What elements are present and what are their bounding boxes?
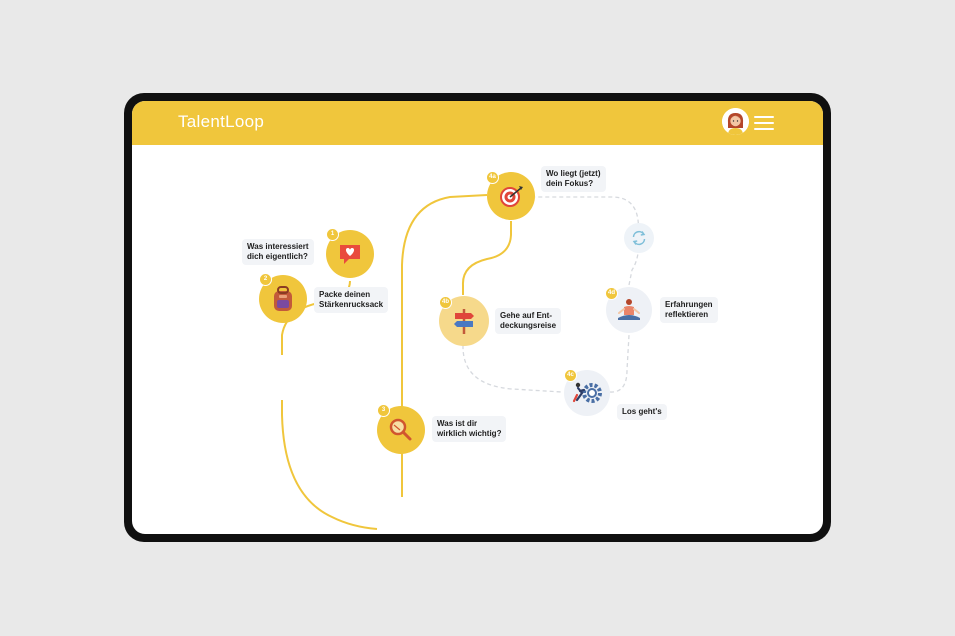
top-bar: TalentLoop (132, 101, 823, 145)
hamburger-menu-icon[interactable] (754, 113, 774, 131)
avatar-woman-icon (722, 108, 749, 135)
path-4a-4b (461, 221, 512, 295)
step-4d-badge: 4d (605, 287, 618, 300)
meditation-icon (618, 299, 640, 320)
signpost-icon (454, 309, 474, 334)
refresh-cycle-icon (632, 230, 646, 246)
avatar[interactable] (722, 108, 749, 135)
step-4b-badge: 4b (439, 296, 452, 309)
step-4a-label[interactable]: Wo liegt (jetzt) dein Fokus? (541, 166, 606, 192)
logo[interactable]: TalentLoop (178, 112, 265, 131)
step-4d-label[interactable]: Erfahrungen reflektieren (660, 297, 718, 323)
step-2-label[interactable]: Packe deinen Stärkenrucksack (314, 287, 389, 313)
step-4c-label[interactable]: Los geht's (617, 404, 667, 420)
step-4c-badge: 4c (564, 369, 577, 382)
step-1-badge: 1 (326, 228, 339, 241)
dashed-4c-4d (609, 334, 630, 393)
step-4d-node[interactable] (606, 287, 652, 333)
gear-push-icon (572, 382, 602, 403)
cycle-node[interactable] (624, 223, 654, 253)
tablet-frame: TalentLoop (124, 93, 831, 542)
path-2-3 (281, 400, 378, 530)
step-2-badge: 2 (259, 273, 272, 286)
step-4b-label[interactable]: Gehe auf Ent- deckungsreise (495, 308, 562, 334)
screen: TalentLoop (132, 101, 823, 534)
step-4a-node[interactable] (487, 172, 535, 220)
heart-speech-bubble-icon (340, 245, 360, 264)
step-1-label[interactable]: Was interessiert dich eigentlich? (242, 239, 314, 265)
target-icon (500, 186, 523, 207)
journey-map: 1 Was interessiert dich eigentlich? 2 Pa… (132, 145, 823, 534)
step-3-label[interactable]: Was ist dir wirklich wichtig? (432, 416, 507, 442)
backpack-icon (274, 286, 292, 311)
path-3-4a (401, 194, 488, 497)
dashed-4b-4c (462, 344, 563, 393)
step-3-node[interactable] (377, 406, 425, 454)
dashed-4d-4a (535, 196, 640, 286)
magnifier-icon (389, 418, 412, 441)
step-3-badge: 3 (377, 404, 390, 417)
step-4a-badge: 4a (486, 171, 499, 184)
